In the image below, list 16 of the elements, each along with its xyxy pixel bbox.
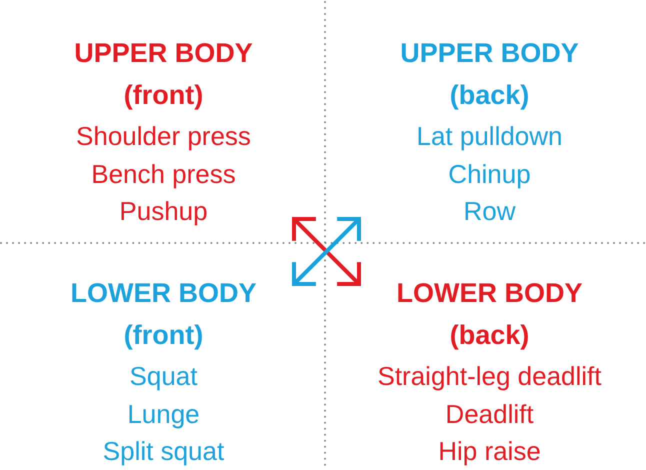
exercise-name: Straight-leg deadlift (377, 360, 602, 393)
exercise-name: Hip raise (438, 435, 541, 468)
exercise-name: Deadlift (445, 398, 534, 430)
category-heading: LOWER BODY (front) (70, 278, 256, 350)
exercise-name: Squat (130, 360, 198, 393)
category-heading: LOWER BODY (back) (396, 278, 582, 350)
category-heading: UPPER BODY (back) (400, 38, 579, 110)
exercise-name: Pushup (119, 195, 208, 228)
exercise-name: Row (463, 195, 516, 228)
exercise-name: Lat pulldown (416, 120, 562, 153)
exercise-name: Lunge (127, 398, 200, 430)
exercise-name: Split squat (102, 435, 224, 468)
exercise-name: Chinup (448, 158, 531, 190)
exercise-name: Shoulder press (76, 120, 251, 153)
exercise-name: Bench press (91, 158, 236, 190)
category-heading: UPPER BODY (front) (74, 38, 253, 110)
